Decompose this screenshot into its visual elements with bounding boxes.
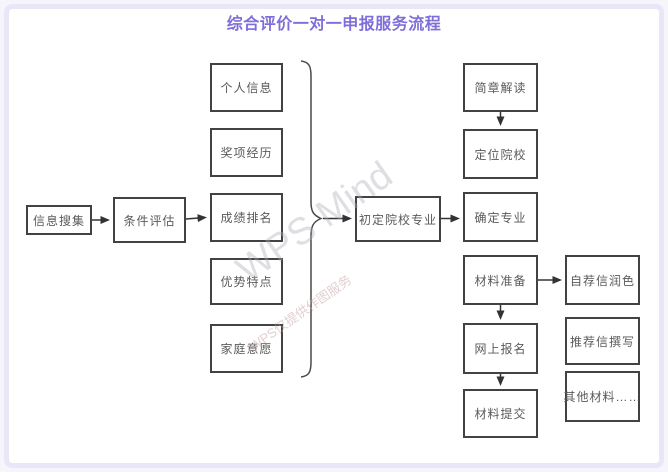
node-personal-info[interactable]: 个人信息 bbox=[210, 63, 283, 112]
node-info-collection[interactable]: 信息搜集 bbox=[26, 205, 92, 235]
node-other-materials[interactable]: 其他材料…… bbox=[564, 371, 641, 422]
node-target-schools[interactable]: 定位院校 bbox=[463, 129, 538, 179]
node-brochure-interpretation[interactable]: 简章解读 bbox=[463, 63, 538, 112]
node-grade-ranking[interactable]: 成绩排名 bbox=[210, 193, 283, 242]
diagram-title: 综合评价一对一申报服务流程 bbox=[226, 16, 442, 33]
node-condition-assessment[interactable]: 条件评估 bbox=[113, 197, 186, 243]
node-family-wishes[interactable]: 家庭意愿 bbox=[210, 324, 283, 373]
node-self-letter-polish[interactable]: 自荐信润色 bbox=[565, 255, 640, 305]
node-strength-traits[interactable]: 优势特点 bbox=[210, 258, 283, 305]
node-recommendation-writing[interactable]: 推荐信撰写 bbox=[565, 317, 640, 365]
node-preliminary-school-major[interactable]: 初定院校专业 bbox=[355, 196, 441, 242]
node-online-registration[interactable]: 网上报名 bbox=[463, 323, 538, 374]
node-confirm-major[interactable]: 确定专业 bbox=[463, 192, 538, 242]
node-material-submission[interactable]: 材料提交 bbox=[463, 389, 538, 438]
node-material-preparation[interactable]: 材料准备 bbox=[463, 255, 538, 305]
node-award-experience[interactable]: 奖项经历 bbox=[210, 128, 283, 177]
